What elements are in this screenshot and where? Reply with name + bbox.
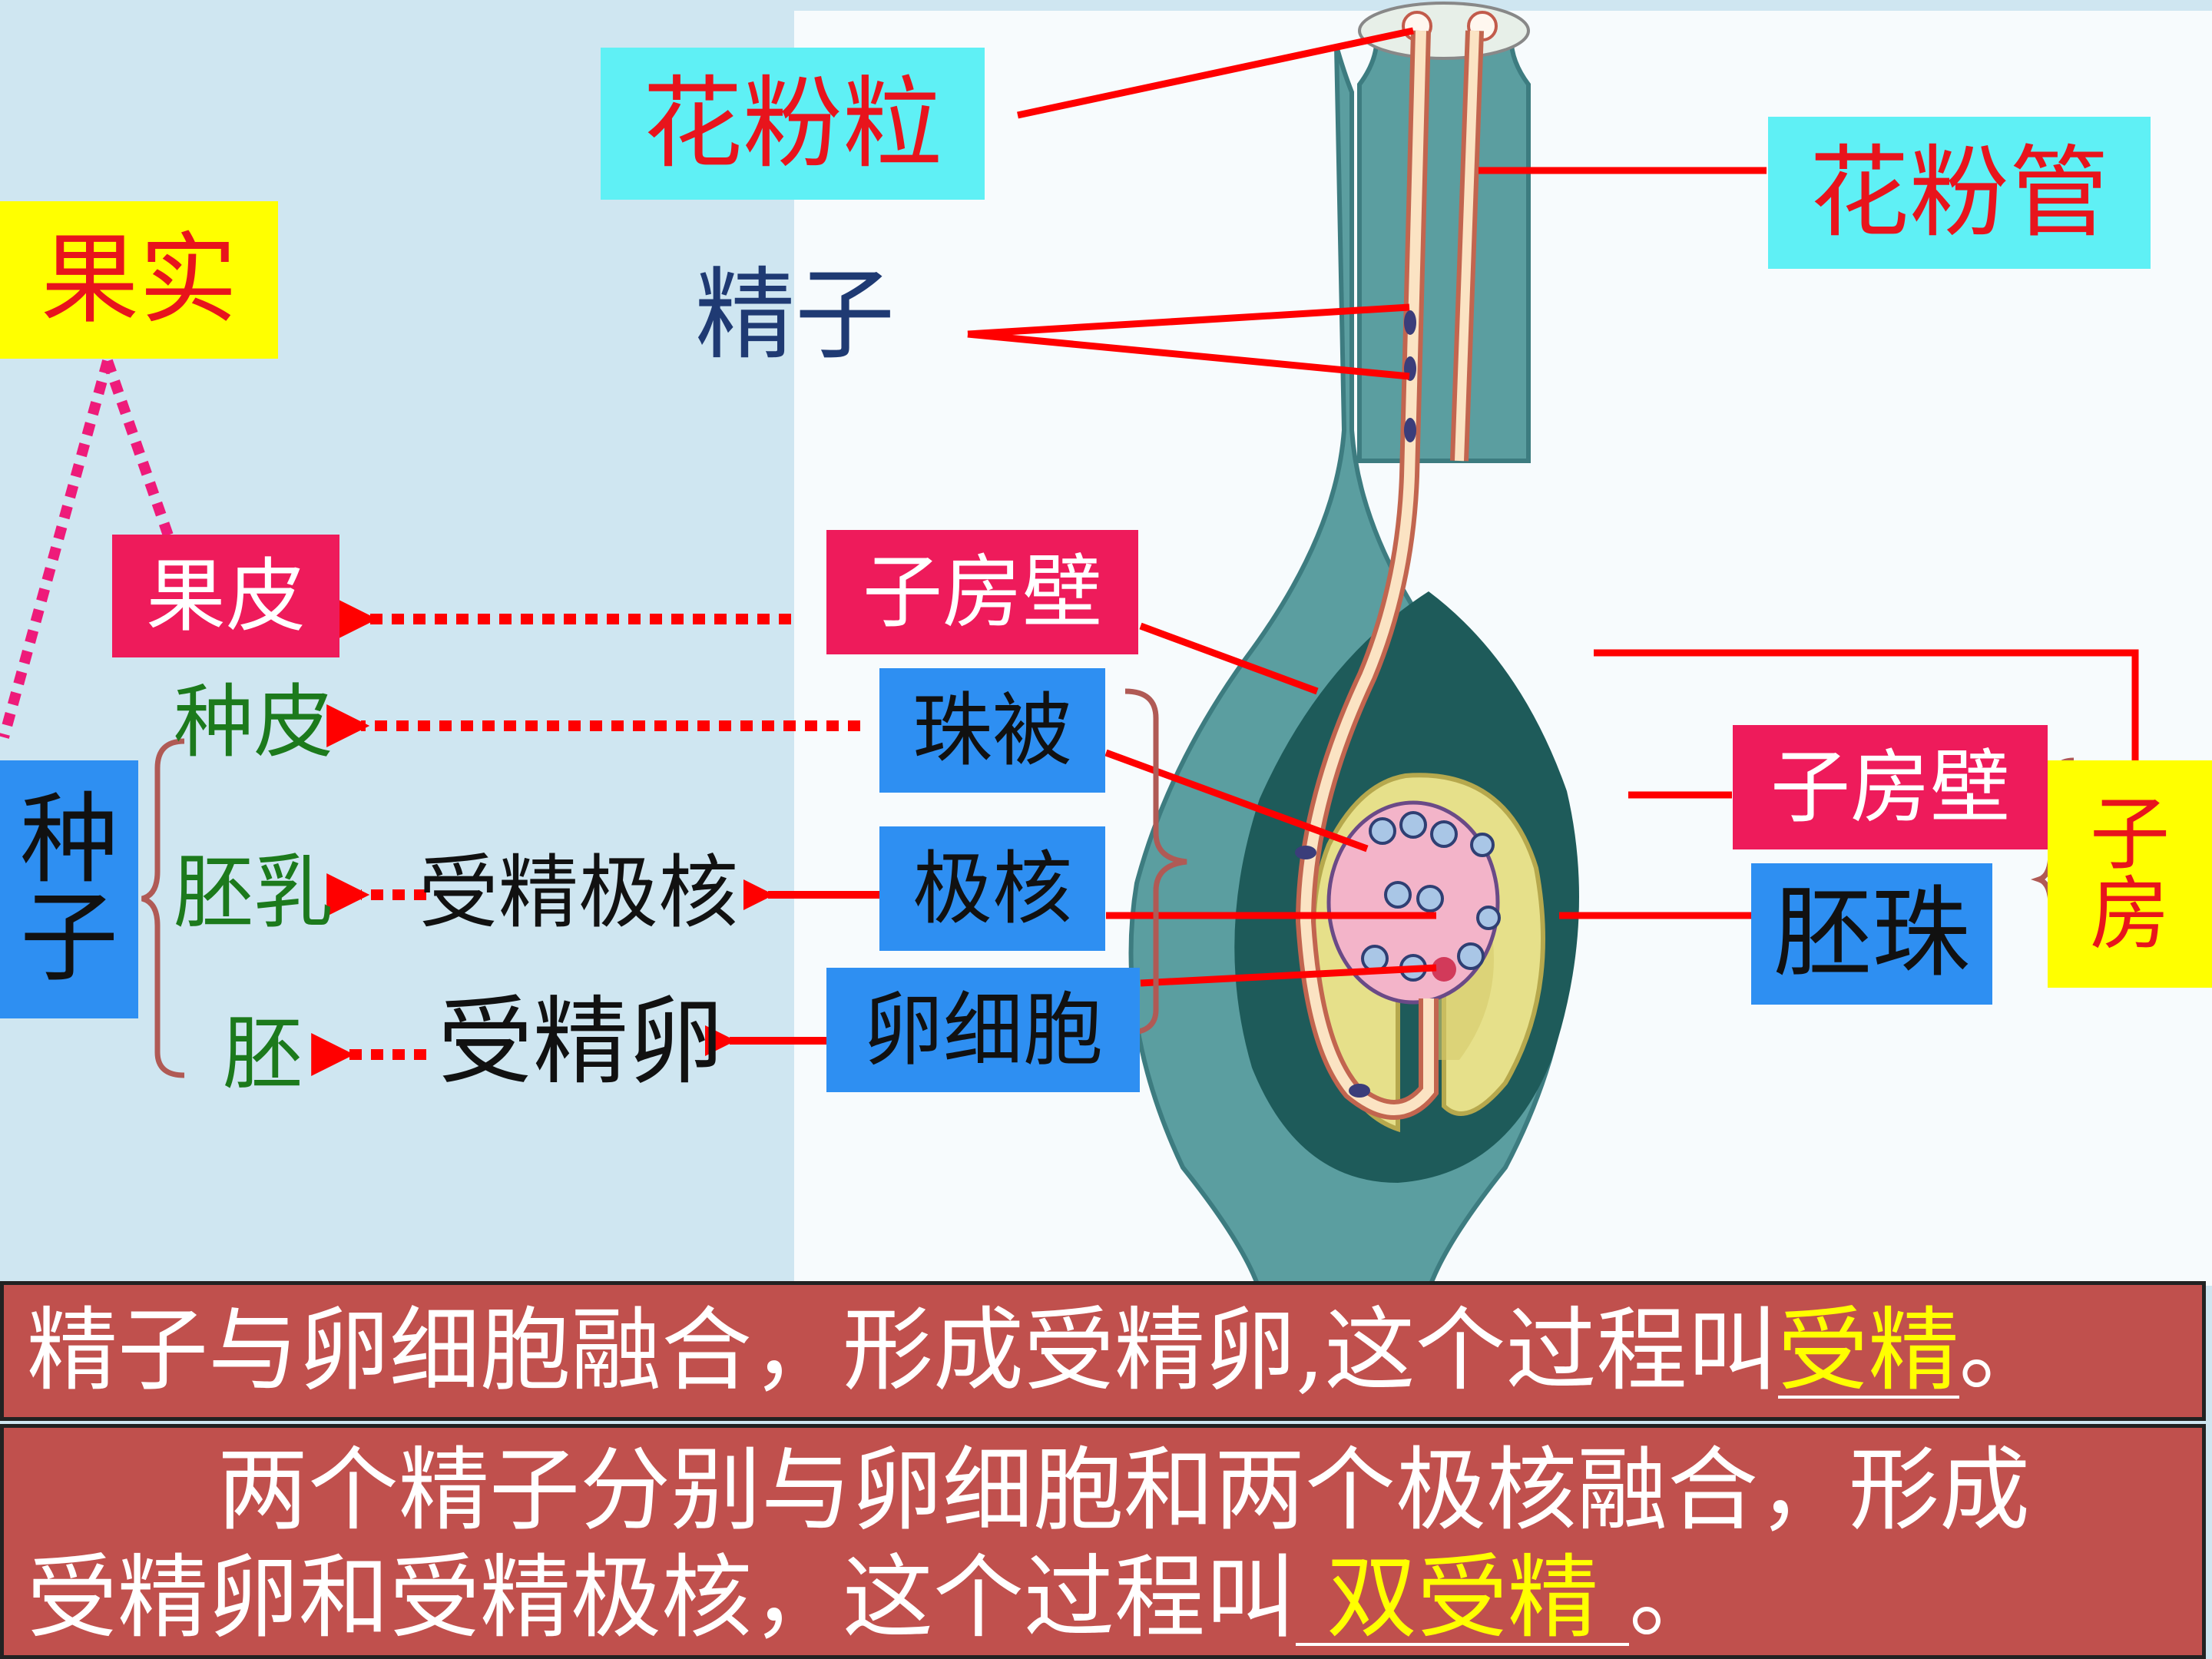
embryo-label: 胚: [223, 1007, 303, 1101]
double-fertilization-line-2: 受精卵和受精极核，这个过程叫双受精。: [27, 1552, 1720, 1646]
fertilization-text-box: 精子与卵细胞融合，形成受精卵,这个过程叫受精。: [0, 1281, 2206, 1421]
polar-nuclei-label: 极核: [879, 826, 1105, 951]
style-top: [1357, 21, 1531, 463]
fertilization-answer: 受精: [1777, 1297, 1959, 1403]
fertilized-polar-nuclei-label: 受精极核: [419, 846, 739, 939]
stigma: [1358, 2, 1530, 60]
ovary-wall-label-right: 子房壁: [1733, 725, 2048, 849]
zygote-label: 受精卵: [438, 987, 724, 1098]
seed-label: 种 子: [0, 760, 138, 1018]
fertilization-sentence-text: 精子与卵细胞融合，形成受精卵,这个过程叫: [27, 1297, 1778, 1403]
double-fertilization-text-box: 两个精子分别与卵细胞和两个极核融合，形成 受精卵和受精极核，这个过程叫双受精。: [0, 1424, 2206, 1659]
double-fertilization-line-2-end: 。: [1629, 1545, 1720, 1651]
seed-coat-label: 种皮: [174, 675, 334, 769]
pollen-tube-label: 花粉管: [1768, 117, 2151, 269]
ovary-label: 子 房: [2048, 760, 2212, 988]
ovule-label: 胚珠: [1751, 863, 1992, 1005]
seed-label-char-1: 种: [19, 783, 118, 897]
ovary-label-char-1: 子: [2089, 787, 2170, 881]
sperm-label: 精子: [695, 257, 896, 373]
endosperm-label: 胚乳: [174, 846, 334, 939]
fertilization-sentence-end: 。: [1959, 1297, 2050, 1403]
pollen-grain-label: 花粉粒: [601, 48, 985, 200]
integument-label: 珠被: [879, 668, 1105, 793]
ovary-label-char-2: 房: [2089, 867, 2170, 961]
double-fertilization-line-2-text: 受精卵和受精极核，这个过程叫: [27, 1545, 1296, 1651]
ovary-wall-label-left: 子房壁: [826, 530, 1138, 654]
seed-label-char-2: 子: [19, 881, 118, 995]
pericarp-label: 果皮: [112, 535, 339, 657]
fertilization-sentence: 精子与卵细胞融合，形成受精卵,这个过程叫受精。: [27, 1305, 2050, 1399]
double-fertilization-answer: 双受精: [1296, 1552, 1630, 1646]
double-fertilization-line-1: 两个精子分别与卵细胞和两个极核融合，形成: [217, 1437, 2031, 1543]
egg-cell-label: 卵细胞: [826, 968, 1140, 1092]
fruit-label: 果实: [0, 201, 278, 359]
